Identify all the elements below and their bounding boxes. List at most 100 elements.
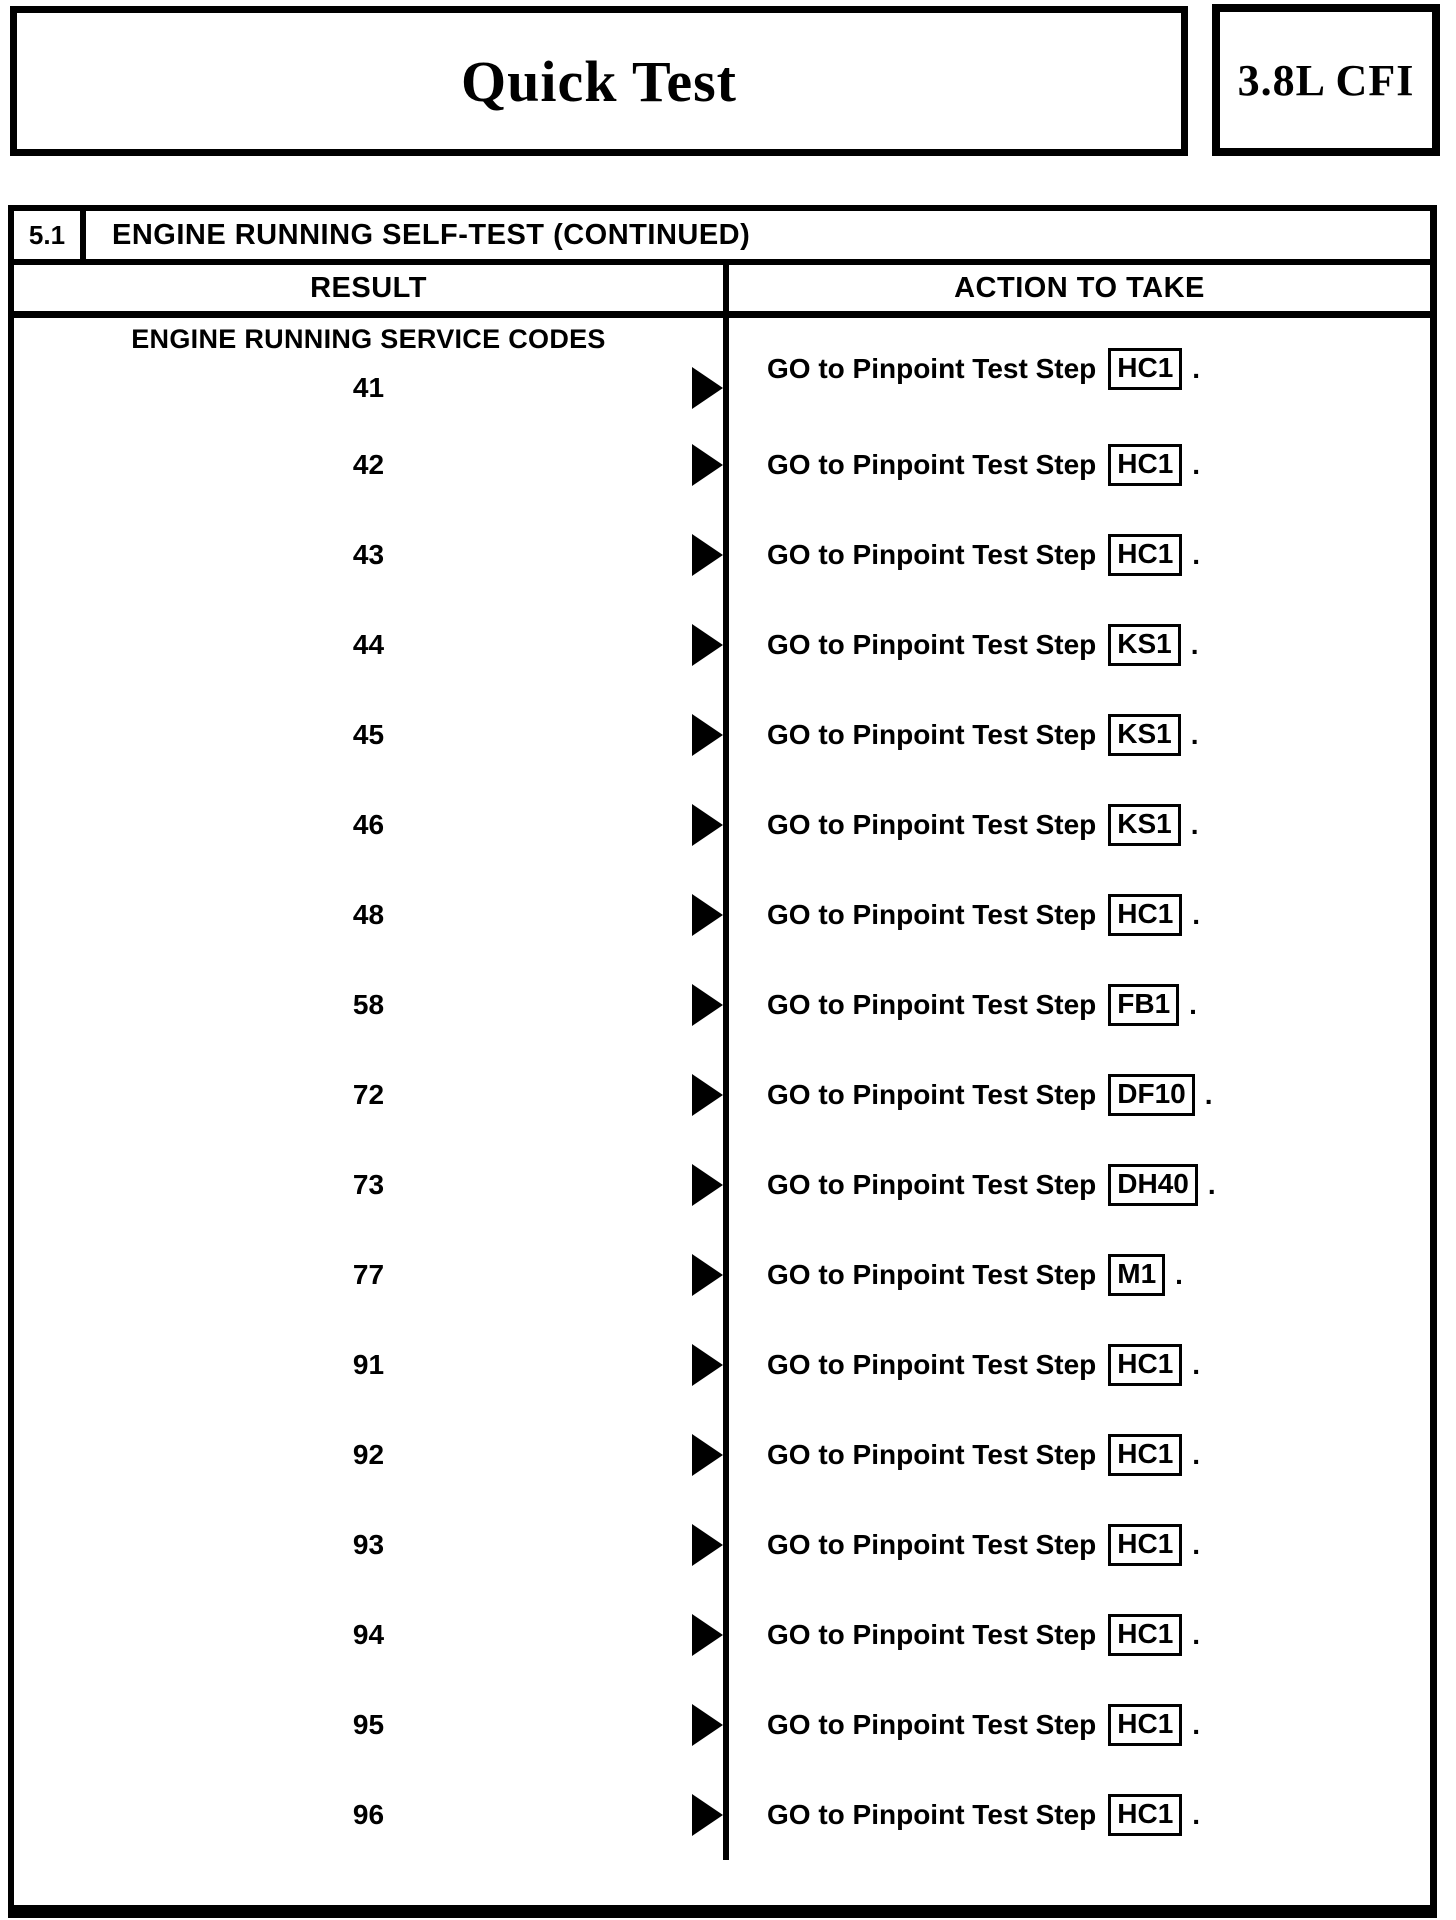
arrow-right-icon xyxy=(692,1794,723,1836)
code-line: 46 xyxy=(14,780,723,870)
action-cell: GO to Pinpoint Test Step HC1 . xyxy=(729,1770,1430,1860)
pinpoint-step-ref: HC1 xyxy=(1108,894,1183,936)
arrow-right-icon xyxy=(692,534,723,576)
action-period: . xyxy=(1192,449,1201,480)
page-title: Quick Test xyxy=(461,48,737,114)
pinpoint-step-ref: DH40 xyxy=(1108,1164,1198,1206)
code-line: 95 xyxy=(14,1680,723,1770)
pinpoint-step-ref: HC1 xyxy=(1108,1794,1183,1836)
action-period: . xyxy=(1190,629,1199,660)
pinpoint-step-ref: HC1 xyxy=(1108,1524,1183,1566)
arrow-right-icon xyxy=(692,984,723,1026)
table-row: 48 GO to Pinpoint Test Step HC1 . xyxy=(14,870,1430,960)
action-period: . xyxy=(1190,809,1199,840)
section-title: ENGINE RUNNING SELF-TEST (CONTINUED) xyxy=(112,218,751,251)
arrow-right-icon xyxy=(692,1434,723,1476)
arrow-right-icon xyxy=(692,804,723,846)
table-body: ENGINE RUNNING SERVICE CODES 41 GO to Pi… xyxy=(14,318,1430,1905)
arrow-right-icon xyxy=(692,714,723,756)
table-row: 43 GO to Pinpoint Test Step HC1 . xyxy=(14,510,1430,600)
table-row: 46 GO to Pinpoint Test Step KS1 . xyxy=(14,780,1430,870)
action-cell: GO to Pinpoint Test Step HC1 . xyxy=(729,1320,1430,1410)
code-line: 42 xyxy=(14,420,723,510)
pinpoint-step-ref: HC1 xyxy=(1108,1704,1183,1746)
arrow-right-icon xyxy=(692,1704,723,1746)
result-cell: 73 xyxy=(14,1140,729,1230)
arrow-right-icon xyxy=(692,1074,723,1116)
action-period: . xyxy=(1204,1079,1213,1110)
result-cell: 43 xyxy=(14,510,729,600)
action-cell: GO to Pinpoint Test Step FB1 . xyxy=(729,960,1430,1050)
action-text: GO to Pinpoint Test Step xyxy=(767,1079,1097,1110)
action-cell: GO to Pinpoint Test Step HC1 . xyxy=(729,870,1430,960)
code-line: 93 xyxy=(14,1500,723,1590)
action-cell: GO to Pinpoint Test Step KS1 . xyxy=(729,780,1430,870)
action-cell: GO to Pinpoint Test Step HC1 . xyxy=(729,1500,1430,1590)
table-row: 95 GO to Pinpoint Test Step HC1 . xyxy=(14,1680,1430,1770)
action-period: . xyxy=(1192,353,1201,384)
group-heading: ENGINE RUNNING SERVICE CODES xyxy=(131,324,606,354)
arrow-right-icon xyxy=(692,624,723,666)
table-row: 91 GO to Pinpoint Test Step HC1 . xyxy=(14,1320,1430,1410)
action-period: . xyxy=(1192,1619,1201,1650)
result-cell: 77 xyxy=(14,1230,729,1320)
result-cell: 46 xyxy=(14,780,729,870)
action-cell: GO to Pinpoint Test Step HC1 . xyxy=(729,1410,1430,1500)
action-period: . xyxy=(1189,989,1197,1020)
diagnostic-table: 5.1 ENGINE RUNNING SELF-TEST (CONTINUED)… xyxy=(8,205,1437,1918)
pinpoint-step-ref: KS1 xyxy=(1108,804,1181,846)
pinpoint-step-ref: HC1 xyxy=(1108,1344,1183,1386)
action-text: GO to Pinpoint Test Step xyxy=(767,539,1097,570)
action-text: GO to Pinpoint Test Step xyxy=(767,1169,1097,1200)
action-period: . xyxy=(1192,539,1201,570)
table-row: 92 GO to Pinpoint Test Step HC1 . xyxy=(14,1410,1430,1500)
title-box: Quick Test xyxy=(10,6,1188,156)
result-cell: 44 xyxy=(14,600,729,690)
section-header-row: 5.1 ENGINE RUNNING SELF-TEST (CONTINUED) xyxy=(14,211,1430,265)
arrow-right-icon xyxy=(692,366,723,409)
pinpoint-step-ref: HC1 xyxy=(1108,1434,1183,1476)
action-text: GO to Pinpoint Test Step xyxy=(767,1439,1097,1470)
arrow-right-icon xyxy=(692,1524,723,1566)
action-period: . xyxy=(1192,1349,1201,1380)
pinpoint-step-ref: KS1 xyxy=(1108,714,1181,756)
table-row: 94 GO to Pinpoint Test Step HC1 . xyxy=(14,1590,1430,1680)
action-period: . xyxy=(1190,719,1199,750)
action-cell: GO to Pinpoint Test Step HC1 . xyxy=(729,1590,1430,1680)
arrow-right-icon xyxy=(692,894,723,936)
table-row: 96 GO to Pinpoint Test Step HC1 . xyxy=(14,1770,1430,1860)
code-line: 48 xyxy=(14,870,723,960)
service-code: 72 xyxy=(352,1079,385,1110)
pinpoint-step-ref: M1 xyxy=(1108,1254,1166,1296)
service-code: 43 xyxy=(352,539,385,570)
column-header-action: ACTION TO TAKE xyxy=(954,271,1205,304)
table-row: ENGINE RUNNING SERVICE CODES 41 GO to Pi… xyxy=(14,318,1430,420)
table-row: 42 GO to Pinpoint Test Step HC1 . xyxy=(14,420,1430,510)
service-code: 46 xyxy=(352,809,385,840)
action-cell: GO to Pinpoint Test Step KS1 . xyxy=(729,690,1430,780)
pinpoint-step-ref: HC1 xyxy=(1108,348,1183,390)
action-text: GO to Pinpoint Test Step xyxy=(767,1799,1097,1830)
service-code: 42 xyxy=(352,449,385,480)
result-cell: 95 xyxy=(14,1680,729,1770)
action-text: GO to Pinpoint Test Step xyxy=(767,1619,1097,1650)
code-line: 94 xyxy=(14,1590,723,1680)
action-period: . xyxy=(1192,1529,1201,1560)
pinpoint-step-ref: FB1 xyxy=(1108,984,1180,1026)
action-text: GO to Pinpoint Test Step xyxy=(767,1259,1097,1290)
code-line: 77 xyxy=(14,1230,723,1320)
action-cell: GO to Pinpoint Test Step HC1 . xyxy=(729,1680,1430,1770)
result-cell: 45 xyxy=(14,690,729,780)
pinpoint-step-ref: HC1 xyxy=(1108,444,1183,486)
result-cell: 94 xyxy=(14,1590,729,1680)
action-cell: GO to Pinpoint Test Step KS1 . xyxy=(729,600,1430,690)
code-line: 96 xyxy=(14,1770,723,1860)
engine-badge-label: 3.8L CFI xyxy=(1237,55,1415,105)
result-cell: 42 xyxy=(14,420,729,510)
table-row: 77 GO to Pinpoint Test Step M1 . xyxy=(14,1230,1430,1320)
service-code: 41 xyxy=(352,371,385,403)
table-row: 58 GO to Pinpoint Test Step FB1 . xyxy=(14,960,1430,1050)
action-cell: GO to Pinpoint Test Step HC1 . xyxy=(729,420,1430,510)
action-period: . xyxy=(1192,1439,1201,1470)
